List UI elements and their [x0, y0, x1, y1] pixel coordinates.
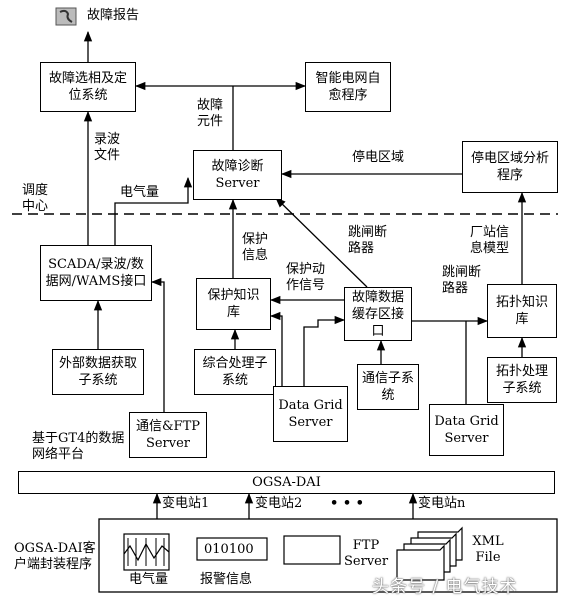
scada-interface-box: SCADA/录波/数据网/WAMS接口 — [40, 245, 152, 301]
dispatch-center-label: 调度中心 — [22, 183, 49, 214]
topology-knowledge-base-box: 拓扑知识库 — [487, 284, 557, 338]
external-data-subsystem-text: 外部数据获取子系统 — [58, 356, 137, 388]
ftp-server-icon — [283, 535, 341, 565]
protection-knowledge-base-box: 保护知识库 — [196, 278, 271, 330]
oscillogram-icon — [123, 533, 170, 571]
external-data-subsystem-box: 外部数据获取子系统 — [52, 349, 144, 395]
comm-ftp-server-text: 通信&FTP Server — [135, 419, 200, 451]
fault-diagnosis-server-text: 故障诊断Server — [211, 159, 264, 191]
topology-processing-box: 拓扑处理子系统 — [487, 357, 557, 403]
report-icon — [55, 7, 77, 26]
protection-action-signal-label: 保护动作信号 — [286, 262, 326, 293]
tripped-breaker-label-2: 跳闸断路器 — [442, 265, 482, 296]
fault-element-label: 故障元件 — [197, 98, 224, 129]
alarm-counter-box — [196, 537, 268, 561]
fault-select-locate-text: 故障选相及定位系统 — [48, 71, 127, 103]
arrow-dg1-cache — [303, 315, 346, 386]
smart-grid-self-heal-box: 智能电网自愈程序 — [305, 62, 391, 112]
data-grid-server-2-text: Data Grid Server — [434, 414, 499, 446]
topology-processing-text: 拓扑处理子系统 — [495, 364, 548, 396]
fault-data-cache-box: 故障数据缓存区接口 — [344, 287, 412, 341]
electric-quantity-label: 电气量 — [120, 185, 160, 200]
protection-info-label: 保护信息 — [242, 232, 269, 263]
ogsa-dai-bar: OGSA-DAI — [18, 471, 555, 494]
arrow-electric — [114, 176, 193, 245]
comm-subsystem-box: 通信子系统 — [357, 364, 419, 410]
comm-ftp-server-box: 通信&FTP Server — [129, 412, 207, 458]
ogsa-client-label: OGSA-DAI客户端封装程序 — [14, 541, 96, 572]
fault-report-label: 故障报告 — [87, 8, 140, 23]
tripped-breaker-label-1: 跳闸断路器 — [348, 225, 388, 256]
xml-file-label: XML File — [472, 534, 504, 565]
scada-interface-text: SCADA/录波/数据网/WAMS接口 — [45, 257, 147, 289]
substation-n-label: 变电站n — [418, 496, 466, 511]
record-file-label: 录波文件 — [94, 132, 121, 163]
data-grid-server-1-text: Data Grid Server — [278, 398, 343, 430]
arrow-breaker — [275, 197, 368, 288]
substation-1-label: 变电站1 — [162, 496, 210, 511]
fault-data-cache-text: 故障数据缓存区接口 — [351, 289, 404, 339]
topology-knowledge-base-text: 拓扑知识库 — [495, 295, 548, 327]
data-grid-server-2-box: Data Grid Server — [429, 404, 504, 456]
electric-qty-caption: 电气量 — [129, 572, 169, 587]
xml-file-stack-icon — [396, 526, 463, 581]
ftp-server-label: FTP Server — [344, 538, 389, 569]
ogsa-dai-text: OGSA-DAI — [252, 475, 321, 490]
comm-subsystem-text: 通信子系统 — [361, 371, 414, 403]
watermark-text: 头条号 / 电气技术 — [372, 577, 518, 597]
comprehensive-processing-text: 综合处理子系统 — [202, 356, 268, 388]
fault-select-locate-box: 故障选相及定位系统 — [40, 62, 136, 112]
alarm-counter-text: 010100 — [204, 542, 254, 557]
outage-area-analysis-box: 停电区域分析程序 — [462, 141, 558, 193]
ellipsis-dots: • • • — [330, 496, 364, 511]
arrow-ftp-scada — [150, 277, 165, 412]
substation-2-label: 变电站2 — [255, 496, 303, 511]
plant-info-model-label: 厂站信息模型 — [470, 225, 510, 256]
smart-grid-self-heal-text: 智能电网自愈程序 — [315, 71, 381, 103]
protection-knowledge-base-text: 保护知识库 — [207, 288, 260, 320]
alarm-info-caption: 报警信息 — [200, 572, 253, 587]
comprehensive-processing-box: 综合处理子系统 — [194, 349, 276, 395]
outage-area-analysis-text: 停电区域分析程序 — [470, 151, 549, 183]
outage-area-label: 停电区域 — [352, 150, 405, 165]
client-frame — [98, 518, 558, 593]
gt4-platform-label: 基于GT4的数据网络平台 — [32, 431, 125, 462]
fault-diagnosis-server-box: 故障诊断Server — [193, 150, 282, 200]
arrow-dg1-protect — [269, 311, 283, 386]
data-grid-server-1-box: Data Grid Server — [273, 386, 348, 442]
